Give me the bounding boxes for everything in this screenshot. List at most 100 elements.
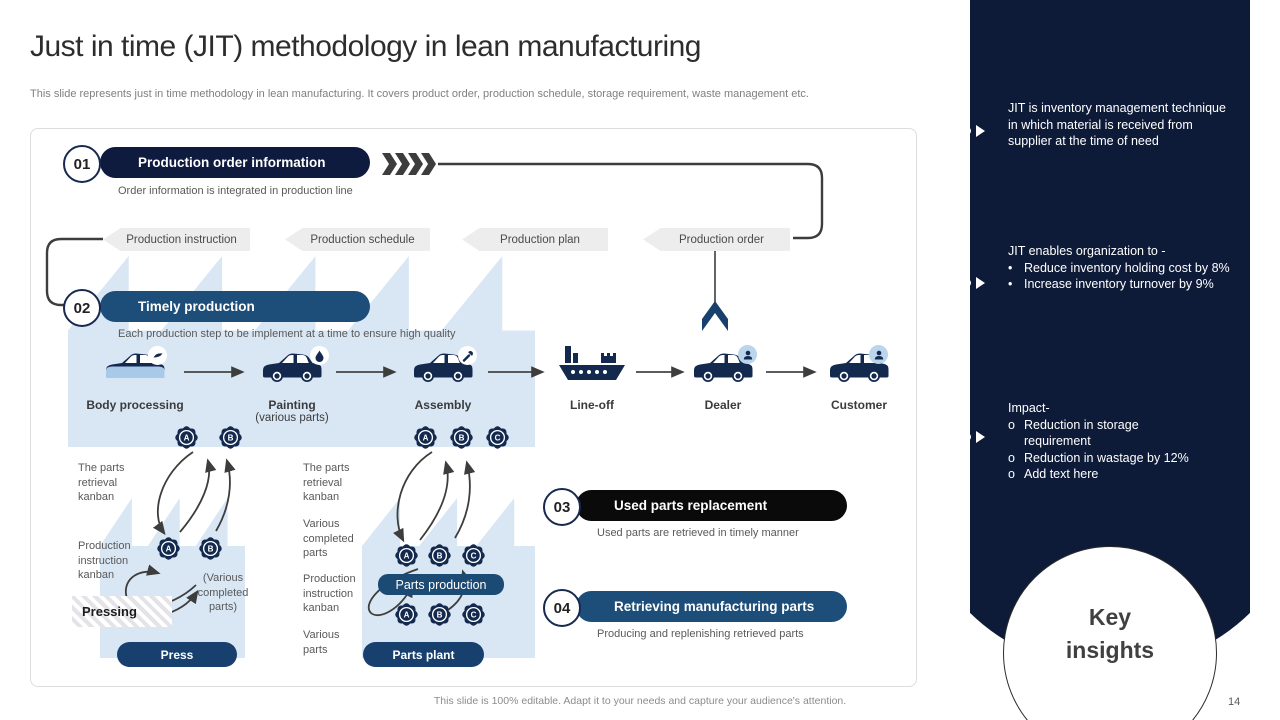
label-various-completed-parts: (Various completed parts) <box>197 572 249 613</box>
gear-icon-mid-top-b: B <box>448 424 475 451</box>
svg-text:A: A <box>184 433 190 442</box>
insight-3-bullet-1: Reduction in storage requirement <box>1024 417 1139 449</box>
sidebar-marker-dot-icon <box>963 127 971 135</box>
step-label-dealer: Dealer <box>704 398 742 412</box>
section-01-description: Order information is integrated in produ… <box>118 185 353 197</box>
section-04-title: Retrieving manufacturing parts <box>614 599 815 614</box>
section-04-description: Producing and replenishing retrieved par… <box>597 628 804 640</box>
insight-block-1: JIT is inventory management technique in… <box>1008 100 1236 150</box>
sidebar-marker-dot-icon <box>963 279 971 287</box>
gear-icon-mid-bot-b: B <box>426 601 453 628</box>
svg-text:C: C <box>495 433 501 442</box>
circle-bullet-icon <box>1008 417 1024 450</box>
section-03-pill: Used parts replacement <box>576 490 847 521</box>
label-mid-various-parts: Various parts <box>303 629 340 656</box>
parts-plant-button: Parts plant <box>363 642 484 667</box>
svg-text:A: A <box>404 551 410 560</box>
label-left-retrieval-kanban: The parts retrieval kanban <box>78 462 125 503</box>
section-02-description: Each production step to be implement at … <box>118 328 456 340</box>
insight-1-text: JIT is inventory management technique in… <box>1008 101 1226 148</box>
section-02-number: 02 <box>63 289 101 327</box>
insight-2-intro: JIT enables organization to - <box>1008 244 1166 258</box>
wrench-badge-icon <box>458 346 477 365</box>
gear-icon-left-bottom-a: A <box>155 535 182 562</box>
flow-box-production-schedule: Production schedule <box>285 228 430 251</box>
customer-person-badge-icon <box>869 345 888 364</box>
flow-box-production-instruction: Production instruction <box>103 228 250 251</box>
svg-text:B: B <box>437 610 443 619</box>
insight-block-3: Impact- Reduction in storage requirement… <box>1008 400 1236 483</box>
dealer-person-badge-icon <box>738 345 757 364</box>
step-label-line-off: Line-off <box>570 398 614 412</box>
section-01-title: Production order information <box>138 155 326 170</box>
gear-icon-left-bottom-b: B <box>197 535 224 562</box>
svg-text:B: B <box>208 544 214 553</box>
paint-droplet-badge-icon <box>310 346 329 365</box>
label-mid-instruction-kanban: Production instruction kanban <box>303 573 356 614</box>
insight-block-2: JIT enables organization to - Reduce inv… <box>1008 243 1236 293</box>
car-icon-assembly <box>411 350 475 384</box>
insight-2-bullet-1: Reduce inventory holding cost by 8% <box>1024 260 1230 275</box>
svg-text:A: A <box>166 544 172 553</box>
circle-bullet-icon <box>1008 466 1024 483</box>
svg-text:A: A <box>423 433 429 442</box>
gear-icon-mid-top-a: A <box>412 424 439 451</box>
svg-text:B: B <box>437 551 443 560</box>
insight-3-bullet-2: Reduction in wastage by 12% <box>1024 450 1189 465</box>
key-insights-circle: Key insights <box>1003 546 1217 720</box>
car-icon-dealer <box>691 350 755 384</box>
bullet-icon <box>1008 276 1024 293</box>
gear-icon-left-top-a: A <box>173 424 200 451</box>
label-left-instruction-kanban: Production instruction kanban <box>78 540 131 581</box>
svg-text:B: B <box>459 433 465 442</box>
svg-text:C: C <box>471 610 477 619</box>
section-03-description: Used parts are retrieved in timely manne… <box>597 527 799 539</box>
insight-3-intro: Impact- <box>1008 401 1050 415</box>
svg-text:C: C <box>471 551 477 560</box>
section-03-title: Used parts replacement <box>614 498 768 513</box>
sidebar-marker-arrow-icon <box>976 431 985 443</box>
ship-icon-line-off <box>557 344 627 384</box>
step-label-painting: Painting <box>268 398 316 412</box>
pressing-label: Pressing <box>72 596 172 627</box>
page-subtitle: This slide represents just in time metho… <box>30 88 809 100</box>
sidebar-marker-dot-icon <box>963 433 971 441</box>
gear-icon-left-top-b: B <box>217 424 244 451</box>
svg-text:A: A <box>404 610 410 619</box>
parts-production-label: Parts production <box>378 574 504 595</box>
gear-icon-mid-bot-c: C <box>460 601 487 628</box>
section-02-pill: Timely production <box>100 291 370 322</box>
gear-icon-mid-mid-c: C <box>460 542 487 569</box>
step-label-body-processing: Body processing <box>86 398 184 412</box>
step-label-customer: Customer <box>830 398 887 412</box>
flow-box-production-order: Production order <box>643 228 790 251</box>
sidebar-marker-arrow-icon <box>976 277 985 289</box>
insight-3-bullet-3: Add text here <box>1024 467 1099 481</box>
insight-2-bullet-2: Increase inventory turnover by 9% <box>1024 277 1214 291</box>
section-03-number: 03 <box>543 488 581 526</box>
press-button: Press <box>117 642 237 667</box>
section-01-pill: Production order information <box>100 147 370 178</box>
sidebar-marker-arrow-icon <box>976 125 985 137</box>
body-processing-badge-icon <box>148 346 167 365</box>
page-title: Just in time (JIT) methodology in lean m… <box>30 30 702 63</box>
gear-icon-mid-mid-b: B <box>426 542 453 569</box>
label-mid-various-completed: Various completed parts <box>303 518 354 559</box>
bullet-icon <box>1008 260 1024 277</box>
circle-bullet-icon <box>1008 450 1024 467</box>
section-04-number: 04 <box>543 589 581 627</box>
gear-icon-mid-mid-a: A <box>393 542 420 569</box>
footer-note: This slide is 100% editable. Adapt it to… <box>433 695 847 707</box>
label-mid-retrieval-kanban: The parts retrieval kanban <box>303 462 350 503</box>
flow-box-production-plan: Production plan <box>462 228 608 251</box>
step-label-assembly: Assembly <box>414 398 472 412</box>
svg-text:B: B <box>228 433 234 442</box>
gear-icon-mid-top-c: C <box>484 424 511 451</box>
key-insights-title: Key insights <box>1065 604 1155 663</box>
section-02-title: Timely production <box>138 299 255 314</box>
section-04-pill: Retrieving manufacturing parts <box>576 591 847 622</box>
gear-icon-mid-bot-a: A <box>393 601 420 628</box>
sidebar-panel: JIT is inventory management technique in… <box>970 0 1250 720</box>
car-icon-painting <box>260 350 324 384</box>
step-sublabel-painting: (various parts) <box>255 412 329 424</box>
